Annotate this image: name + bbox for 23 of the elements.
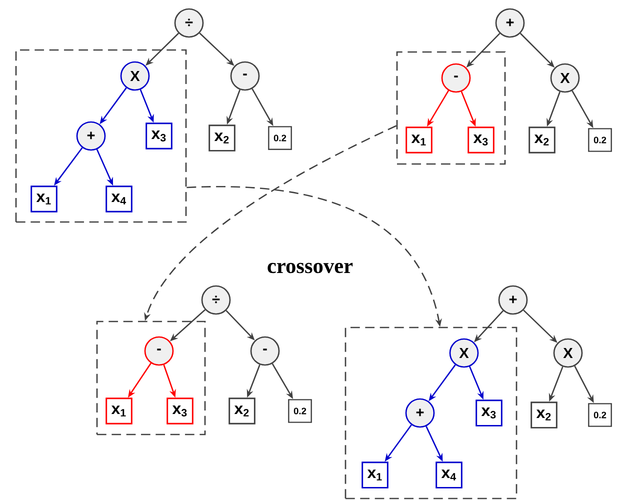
variable-box: x$_{1}$ — [362, 462, 388, 488]
subtree-box — [396, 51, 506, 165]
constant-box: 0.2 — [588, 128, 612, 152]
constant-box: 0.2 — [588, 403, 612, 427]
variable-box: x$_{1}$ — [106, 398, 132, 424]
variable-box: x$_{3}$ — [468, 126, 494, 154]
variable-box: x$_{3}$ — [476, 400, 502, 426]
caption-label: crossover — [268, 262, 353, 274]
constant-box: 0.2 — [288, 399, 312, 423]
variable-box: x$_{2}$ — [228, 398, 256, 424]
variable-box: x$_{2}$ — [208, 124, 236, 152]
variable-box: x$_{3}$ — [166, 398, 194, 424]
variable-box: x$_{2}$ — [530, 402, 558, 428]
variable-box: x$_{4}$ — [106, 186, 132, 212]
subtree-box — [344, 326, 518, 500]
variable-box: x$_{3}$ — [146, 122, 172, 150]
variable-box: x$_{2}$ — [528, 126, 556, 154]
subtree-box — [15, 49, 187, 223]
constant-box: 0.2 — [268, 126, 292, 150]
variable-box: x$_{1}$ — [30, 186, 58, 212]
variable-box: x$_{1}$ — [406, 126, 432, 154]
subtree-box — [96, 320, 206, 436]
variable-box: x$_{4}$ — [436, 462, 462, 488]
